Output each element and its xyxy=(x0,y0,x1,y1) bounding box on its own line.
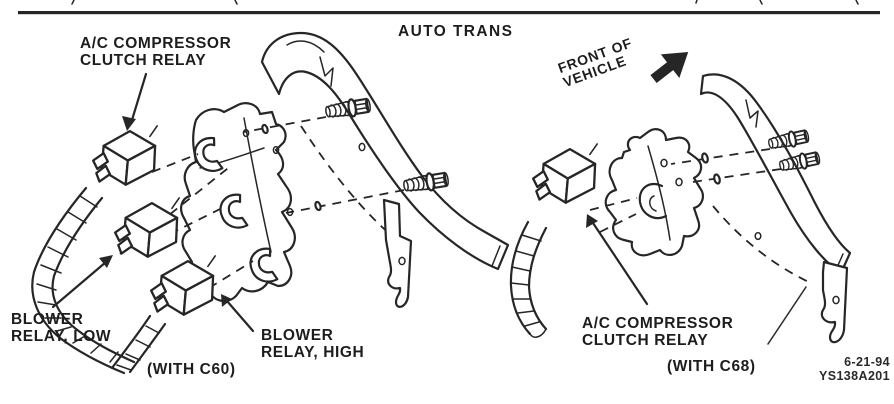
label-line: A/C COMPRESSOR xyxy=(80,35,232,52)
leader-ac-relay-left xyxy=(122,72,148,131)
panel-notch xyxy=(745,99,759,128)
label-line: A/C COMPRESSOR xyxy=(582,315,734,332)
label-line: CLUTCH RELAY xyxy=(80,51,207,69)
cropped-text-remnants xyxy=(71,0,859,5)
relay-ac-compressor-clutch-right xyxy=(531,142,599,204)
scan-artifacts xyxy=(18,0,880,15)
label-blower-relay-low: BLOWER RELAY, LOW xyxy=(11,311,112,345)
wiring-harness-left xyxy=(31,186,167,375)
caption-with-c60: (WITH C60) xyxy=(147,361,236,378)
revision-date: 6-21-94 xyxy=(844,355,890,369)
label-line: CLUTCH RELAY xyxy=(582,331,709,349)
right-diagram-art xyxy=(509,52,852,345)
relay-ac-compressor-clutch xyxy=(91,124,159,186)
panel-notch xyxy=(319,56,334,87)
figure-footer: 6-21-94 YS138A201 xyxy=(819,355,890,383)
label-line: RELAY, LOW xyxy=(11,327,112,345)
apron-tab-left xyxy=(382,198,413,308)
label-ac-compressor-clutch-relay-left: A/C COMPRESSOR CLUTCH RELAY xyxy=(80,35,232,69)
caption-with-c68: (WITH C68) xyxy=(667,358,756,375)
auto-trans-heading: AUTO TRANS xyxy=(398,23,514,40)
label-blower-relay-high: BLOWER RELAY, HIGH xyxy=(261,327,365,361)
leader-blower-high xyxy=(221,294,255,333)
figure-code: YS138A201 xyxy=(818,369,890,383)
top-rule xyxy=(18,11,880,15)
front-of-vehicle-arrow-icon xyxy=(650,52,689,84)
relay-bracket-right xyxy=(604,128,704,257)
fender-apron-left xyxy=(260,31,510,308)
apron-tab-right xyxy=(820,260,849,344)
label-line: BLOWER xyxy=(261,327,334,344)
relay-bracket-left xyxy=(180,102,296,302)
wiring-harness-right xyxy=(509,220,548,338)
label-ac-compressor-clutch-relay-right: A/C COMPRESSOR CLUTCH RELAY xyxy=(582,315,734,349)
relay-blower-low xyxy=(113,196,181,258)
leader-blower-low xyxy=(51,255,113,309)
label-line: BLOWER xyxy=(11,311,84,328)
left-diagram-art xyxy=(31,31,510,375)
label-line: RELAY, HIGH xyxy=(261,343,365,361)
fender-apron-right xyxy=(699,73,852,345)
leader-ac-relay-right xyxy=(586,214,649,306)
alignment-dashes-right xyxy=(589,148,782,233)
